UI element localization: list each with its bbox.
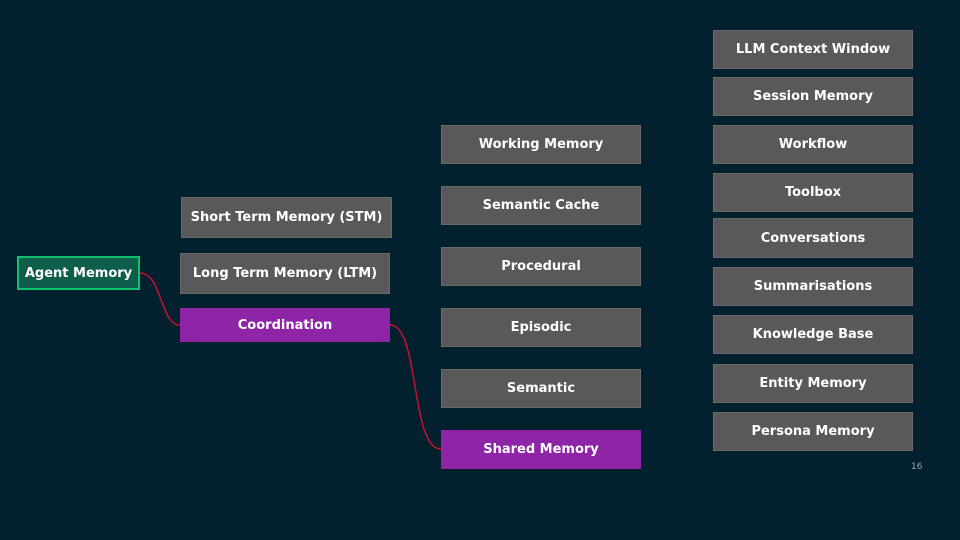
- node-label: Long Term Memory (LTM): [192, 266, 378, 281]
- node-label: Semantic Cache: [482, 198, 600, 213]
- node-label: LLM Context Window: [735, 42, 891, 57]
- node-coordination: Coordination: [180, 308, 390, 342]
- node-label: Toolbox: [784, 185, 842, 200]
- node-label: Entity Memory: [759, 376, 867, 391]
- node-label: Episodic: [510, 320, 572, 335]
- connector-coordination-to-shared-memory: [389, 324, 442, 450]
- node-label: Knowledge Base: [752, 327, 874, 342]
- node-label: Working Memory: [478, 137, 604, 152]
- node-label: Procedural: [501, 259, 581, 274]
- node-short-term-memory: Short Term Memory (STM): [181, 197, 392, 238]
- node-entity-memory: Entity Memory: [713, 364, 913, 403]
- connector-root-to-coordination: [139, 272, 181, 326]
- node-label: Coordination: [237, 317, 333, 333]
- node-label: Workflow: [778, 137, 848, 152]
- node-conversations: Conversations: [713, 218, 913, 258]
- node-label: Shared Memory: [483, 442, 599, 457]
- node-label: Session Memory: [753, 89, 873, 104]
- node-label: Conversations: [760, 230, 866, 246]
- node-agent-memory: Agent Memory: [17, 256, 140, 290]
- node-procedural: Procedural: [441, 247, 641, 286]
- node-knowledge-base: Knowledge Base: [713, 315, 913, 354]
- node-working-memory: Working Memory: [441, 125, 641, 164]
- node-llm-context-window: LLM Context Window: [713, 30, 913, 69]
- node-label: Semantic: [506, 381, 576, 396]
- node-shared-memory: Shared Memory: [441, 430, 641, 469]
- node-label: Agent Memory: [24, 265, 133, 281]
- page-number: 16: [911, 462, 923, 472]
- node-workflow: Workflow: [713, 125, 913, 164]
- node-session-memory: Session Memory: [713, 77, 913, 116]
- node-long-term-memory: Long Term Memory (LTM): [180, 253, 390, 294]
- node-summarisations: Summarisations: [713, 267, 913, 306]
- node-label: Persona Memory: [751, 424, 875, 439]
- node-label: Summarisations: [753, 279, 873, 294]
- node-episodic: Episodic: [441, 308, 641, 347]
- node-label: Short Term Memory (STM): [190, 210, 383, 225]
- node-persona-memory: Persona Memory: [713, 412, 913, 451]
- node-semantic-cache: Semantic Cache: [441, 186, 641, 225]
- node-semantic: Semantic: [441, 369, 641, 408]
- node-toolbox: Toolbox: [713, 173, 913, 212]
